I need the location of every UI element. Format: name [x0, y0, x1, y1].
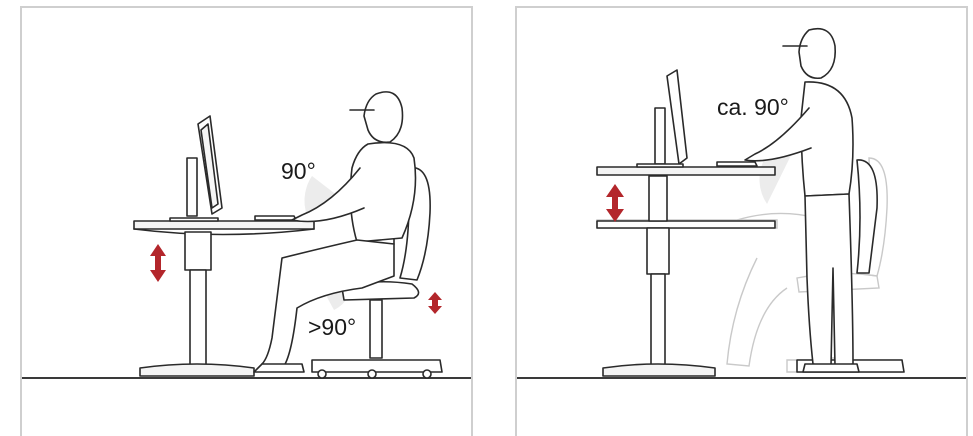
monitor	[637, 70, 687, 167]
height-adjust-icon	[150, 244, 166, 282]
standing-desk	[597, 167, 775, 376]
height-adjust-icon	[606, 184, 624, 222]
standing-person	[745, 29, 859, 372]
sitting-posture-panel: 90° >90°	[20, 6, 473, 436]
elbow-angle-label: ca. 90°	[717, 94, 789, 121]
sitting-illustration	[22, 8, 475, 428]
keyboard	[717, 162, 757, 166]
knee-angle-label: >90°	[308, 314, 356, 341]
back-angle-label: 90°	[281, 158, 316, 185]
keyboard	[255, 216, 296, 220]
ghost-seated-layout	[597, 158, 902, 372]
seat-adjust-icon	[428, 292, 442, 314]
standing-posture-panel: ca. 90°	[515, 6, 968, 436]
standing-illustration	[517, 8, 970, 428]
monitor	[170, 116, 222, 221]
